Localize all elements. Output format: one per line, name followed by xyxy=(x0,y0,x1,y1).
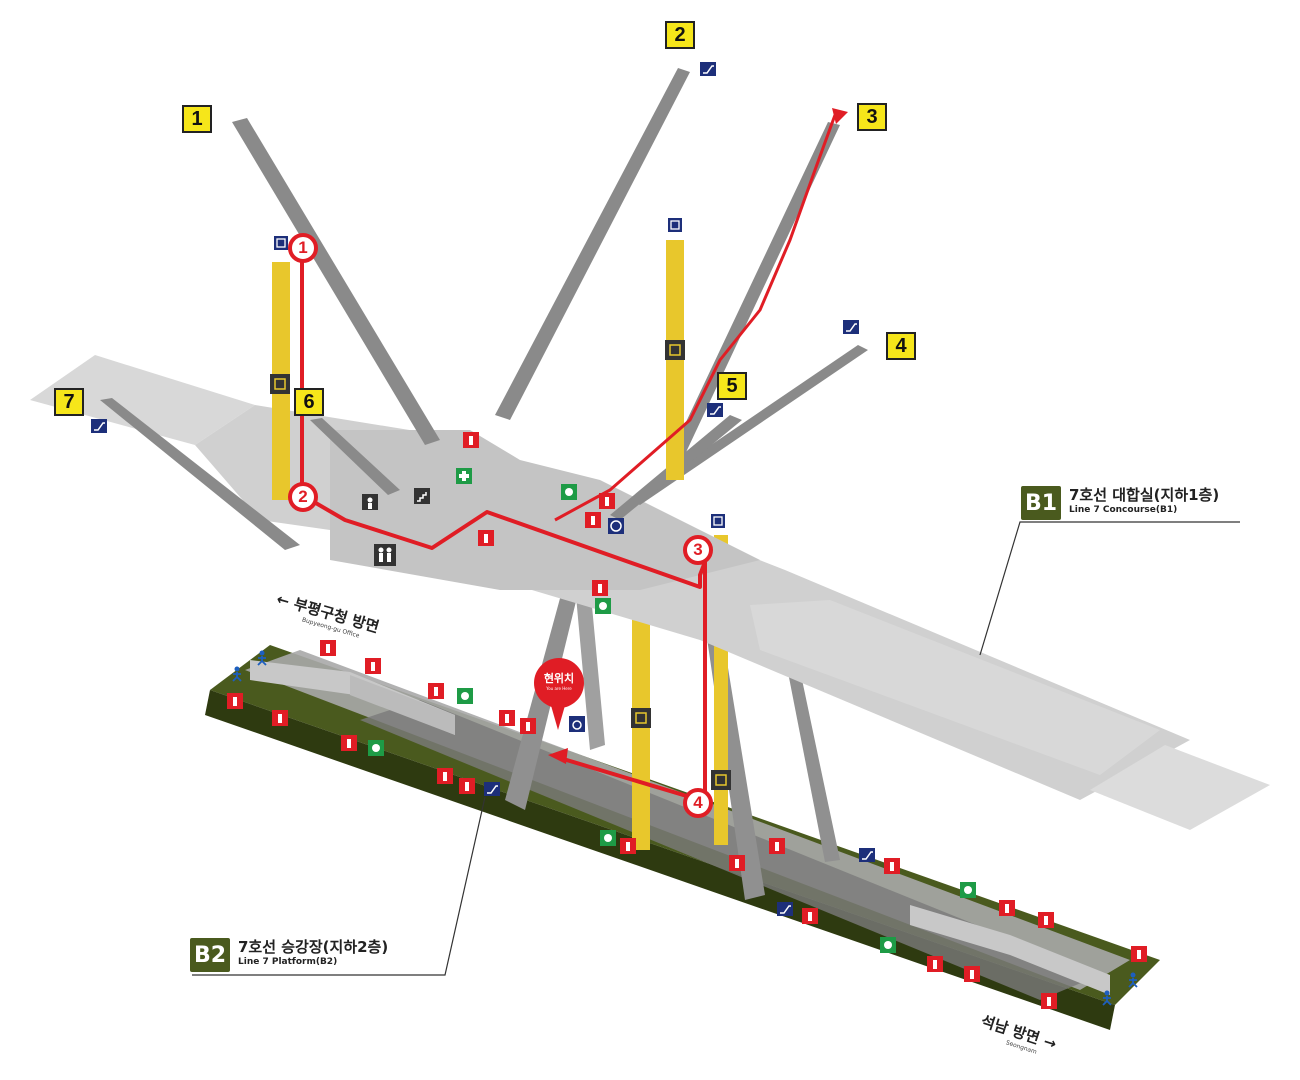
escalator-icon xyxy=(843,320,859,334)
fire-extinguisher-icon xyxy=(599,493,615,509)
floor-name-en-b2: Line 7 Platform(B2) xyxy=(238,957,338,967)
fire-extinguisher-icon xyxy=(1041,993,1057,1009)
escalator-icon xyxy=(91,419,107,433)
route-step-2: 2 xyxy=(288,482,318,512)
exit-tag-2: 2 xyxy=(665,21,695,49)
emergency-phone-icon xyxy=(561,484,577,500)
emergency-phone-icon xyxy=(880,937,896,953)
elevator-icon xyxy=(274,236,288,250)
restroom-icon xyxy=(362,494,378,510)
emergency-phone-icon xyxy=(457,688,473,704)
fire-extinguisher-icon xyxy=(927,956,943,972)
fire-extinguisher-icon xyxy=(272,710,288,726)
fire-extinguisher-icon xyxy=(437,768,453,784)
elevator-icon xyxy=(711,770,731,790)
restroom-icon xyxy=(374,544,396,566)
fire-extinguisher-icon xyxy=(769,838,785,854)
information-icon xyxy=(608,518,624,534)
walking-person-icon xyxy=(1128,972,1138,988)
floor-name-en-b1: Line 7 Concourse(B1) xyxy=(1069,505,1178,515)
fire-extinguisher-icon xyxy=(520,718,536,734)
leader-line-b1 xyxy=(979,521,1240,656)
fire-extinguisher-icon xyxy=(884,858,900,874)
floor-badge-b1: B1 xyxy=(1021,486,1061,520)
stairs-icon xyxy=(414,488,430,504)
walking-person-icon xyxy=(257,650,267,666)
current-location-label-en: You are Here xyxy=(546,686,572,691)
route-arrow-platform xyxy=(548,748,568,764)
route-step-1: 1 xyxy=(288,233,318,263)
escalator-icon xyxy=(777,902,793,916)
fire-extinguisher-icon xyxy=(1038,912,1054,928)
fire-extinguisher-icon xyxy=(320,640,336,656)
route-step-3: 3 xyxy=(683,535,713,565)
fire-extinguisher-icon xyxy=(365,658,381,674)
emergency-phone-icon xyxy=(368,740,384,756)
fire-extinguisher-icon xyxy=(592,580,608,596)
walking-person-icon xyxy=(232,666,242,682)
elevator-icon xyxy=(668,218,682,232)
fire-extinguisher-icon xyxy=(341,735,357,751)
exit-tag-5: 5 xyxy=(717,372,747,400)
escalator-icon xyxy=(707,403,723,417)
wheelchair-icon xyxy=(569,716,585,732)
route-arrow-exit-3 xyxy=(832,108,848,124)
elevator-icon xyxy=(711,514,725,528)
elevator-icon xyxy=(631,708,651,728)
exit-tag-3: 3 xyxy=(857,103,887,131)
escalator-icon xyxy=(700,62,716,76)
emergency-phone-icon xyxy=(960,882,976,898)
emergency-phone-icon xyxy=(595,598,611,614)
walking-person-icon xyxy=(1102,990,1112,1006)
fire-extinguisher-icon xyxy=(499,710,515,726)
fire-extinguisher-icon xyxy=(585,512,601,528)
floor-name-b1: 7호선 대합실(지하1층) xyxy=(1069,486,1220,504)
current-location-marker: 현위치 You are Here xyxy=(534,658,584,708)
escalator-icon xyxy=(484,782,500,796)
fire-extinguisher-icon xyxy=(428,683,444,699)
fire-extinguisher-icon xyxy=(802,908,818,924)
fire-extinguisher-icon xyxy=(620,838,636,854)
current-location-pin xyxy=(550,702,566,730)
emergency-phone-icon xyxy=(600,830,616,846)
floor-badge-b2: B2 xyxy=(190,938,230,972)
first-aid-icon xyxy=(456,468,472,484)
exit-tag-1: 1 xyxy=(182,105,212,133)
fire-extinguisher-icon xyxy=(1131,946,1147,962)
fire-extinguisher-icon xyxy=(463,432,479,448)
floor-label-b1: B1 7호선 대합실(지하1층) Line 7 Concourse(B1) xyxy=(1021,486,1219,520)
fire-extinguisher-icon xyxy=(999,900,1015,916)
elevator-icon xyxy=(665,340,685,360)
route-step-4: 4 xyxy=(683,788,713,818)
exit-tag-7: 7 xyxy=(54,388,84,416)
exit-tag-4: 4 xyxy=(886,332,916,360)
fire-extinguisher-icon xyxy=(478,530,494,546)
floor-name-b2: 7호선 승강장(지하2층) xyxy=(238,938,389,956)
fire-extinguisher-icon xyxy=(964,966,980,982)
fire-extinguisher-icon xyxy=(227,693,243,709)
leader-line-b2 xyxy=(192,796,486,976)
fire-extinguisher-icon xyxy=(459,778,475,794)
elevator-icon xyxy=(270,374,290,394)
floor-label-b2: B2 7호선 승강장(지하2층) Line 7 Platform(B2) xyxy=(190,938,388,972)
fire-extinguisher-icon xyxy=(729,855,745,871)
exit-tag-6: 6 xyxy=(294,388,324,416)
current-location-label: 현위치 xyxy=(543,672,575,685)
escalator-icon xyxy=(859,848,875,862)
